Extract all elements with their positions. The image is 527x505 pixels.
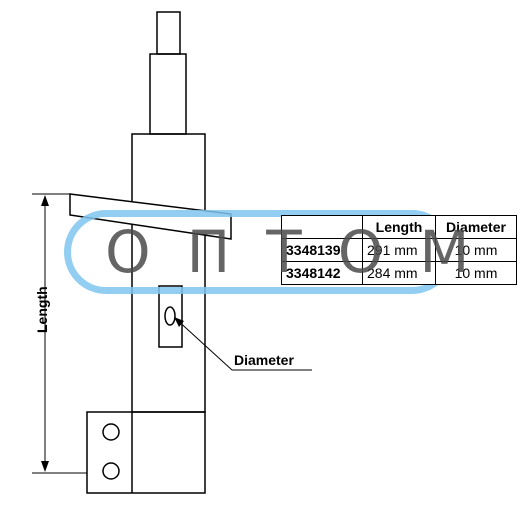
table-cell-length: 284 mm [362, 261, 436, 285]
diameter-leader-arrowhead [174, 317, 184, 327]
spec-table: Length Diameter 3348139 291 mm 10 mm 334… [281, 215, 517, 285]
piston-rod [149, 53, 187, 135]
table-row: 3348139 291 mm 10 mm [281, 238, 517, 262]
table-header-row: Length Diameter [281, 215, 517, 239]
length-arrow-bottom [41, 461, 49, 472]
diameter-slot [158, 285, 183, 348]
table-cell-diameter: 10 mm [435, 238, 517, 262]
table-header-diameter: Diameter [435, 215, 517, 239]
table-cell-length: 291 mm [362, 238, 436, 262]
watermark-text: ОПТОМ [105, 218, 506, 286]
table-cell-diameter: 10 mm [435, 261, 517, 285]
piston-rod-top [156, 11, 181, 55]
diameter-leader-line [174, 317, 233, 371]
mount-hole-lower [102, 462, 120, 480]
mount-bracket [86, 411, 206, 494]
diameter-hole [164, 306, 176, 326]
length-label: Length [34, 286, 50, 333]
diameter-label: Diameter [234, 352, 294, 368]
length-arrow-top [41, 195, 49, 206]
table-cell-part: 3348139 [281, 238, 363, 262]
table-row: 3348142 284 mm 10 mm [281, 261, 517, 285]
table-cell-part: 3348142 [281, 261, 363, 285]
mount-hole-upper [102, 423, 120, 441]
